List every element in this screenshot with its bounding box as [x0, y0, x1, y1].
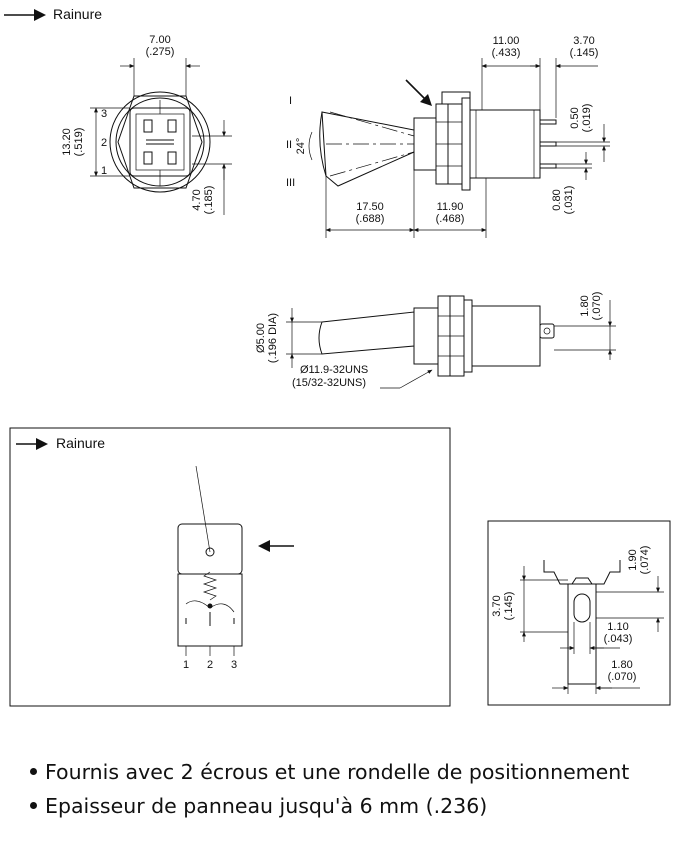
tab-height-mm: 1.80 [579, 295, 591, 316]
front-view: 7.00 (.275) 13.20 (.519) 3 2 1 4.70 (.18… [61, 34, 232, 215]
front-body [129, 107, 191, 177]
schematic-pin-3: 3 [231, 659, 237, 671]
schematic-box: Rainure 1 2 3 [9, 427, 451, 707]
terminal-gap-mm: 0.80 [551, 189, 563, 210]
bullet-icon [30, 801, 37, 809]
lever-angle: 24° [295, 138, 307, 155]
position-II: II [286, 139, 292, 151]
position-III: III [286, 177, 295, 189]
front-offset-in: (.185) [203, 186, 215, 215]
thread-in: (15/32-32UNS) [292, 377, 366, 389]
body-length-mm: 11.00 [493, 35, 520, 47]
lower-washer [463, 299, 473, 373]
side-lever [321, 111, 415, 187]
note-item: Fournis avec 2 écrous et une rondelle de… [30, 760, 629, 784]
note-text: Epaisseur de panneau jusqu'à 6 mm (.236) [45, 794, 488, 818]
detail-slot [573, 593, 591, 623]
side-body [469, 109, 541, 179]
side-bushing [413, 117, 437, 171]
front-terminal [143, 119, 153, 133]
front-width-in: (.275) [146, 46, 175, 58]
front-pin-2: 2 [101, 137, 107, 149]
terminal-thickness-mm: 0.50 [569, 107, 581, 128]
lower-terminal-tab [539, 323, 555, 339]
front-pin-1: 1 [101, 165, 107, 177]
body-length-in: (.433) [492, 47, 521, 59]
thread-mm: Ø11.9-32UNS [300, 364, 368, 376]
detail-slot-mm: 1.10 [607, 621, 628, 633]
note-item: Epaisseur de panneau jusqu'à 6 mm (.236) [30, 794, 487, 818]
groove-legend-label: Rainure [53, 6, 102, 22]
lever-length-in: (.688) [356, 213, 385, 225]
terminal-detail-box: 3.70 (.145) 1.90 (.074) 1.10 (.043) 1.80… [487, 520, 671, 706]
front-height-in: (.519) [73, 128, 85, 157]
front-pin-3: 3 [101, 108, 107, 120]
detail-slot-in: (.043) [604, 633, 633, 645]
schematic-pin-2: 2 [207, 659, 213, 671]
lever-diameter-in: (.196 DIA) [267, 313, 279, 363]
side-washer [461, 97, 471, 191]
lower-bushing [413, 307, 439, 365]
bushing-length-in: (.468) [436, 213, 465, 225]
terminal-length-in: (.145) [570, 47, 599, 59]
schematic-frame [9, 427, 451, 707]
schematic-switch-top [177, 523, 243, 575]
front-width-mm: 7.00 [149, 34, 170, 46]
front-inner-body [135, 113, 185, 171]
front-terminal [167, 151, 177, 165]
detail-height-in: (.145) [503, 592, 515, 621]
detail-width-in: (.070) [608, 671, 637, 683]
front-offset-mm: 4.70 [191, 189, 203, 210]
lower-body [471, 305, 541, 367]
tab-height-in: (.070) [591, 292, 603, 321]
lever-length-mm: 17.50 [356, 201, 384, 213]
position-I: I [289, 95, 292, 107]
front-terminal [143, 151, 153, 165]
detail-terminal [567, 583, 597, 685]
side-view: I II III 24° 17.50 (.688) 11.90 (.468 [286, 35, 610, 238]
detail-top-mm: 1.90 [627, 549, 639, 570]
front-terminal [167, 119, 177, 133]
lower-lever [318, 311, 415, 355]
side-terminal [539, 119, 557, 125]
front-outer-circle [109, 91, 211, 193]
schematic-lever [195, 465, 211, 553]
detail-width-mm: 1.80 [611, 659, 632, 671]
terminal-length-mm: 3.70 [573, 35, 594, 47]
groove-legend: Rainure [4, 6, 102, 22]
detail-body-outline [543, 560, 621, 585]
terminal-gap-in: (.031) [563, 186, 575, 215]
schematic-pin-1: 1 [183, 659, 189, 671]
bushing-length-mm: 11.90 [437, 201, 464, 213]
note-text: Fournis avec 2 écrous et une rondelle de… [45, 760, 630, 784]
side-terminal [539, 163, 557, 169]
schematic-groove-label: Rainure [56, 435, 105, 451]
bullet-icon [30, 767, 37, 775]
schematic-spring [202, 571, 218, 601]
terminal-thickness-in: (.019) [581, 104, 593, 133]
detail-height-mm: 3.70 [491, 595, 503, 616]
side-terminal [539, 141, 557, 147]
lever-diameter-mm: Ø5.00 [255, 323, 267, 353]
lower-side-view: Ø5.00 (.196 DIA) Ø11.9-32UNS (15/32-32UN… [255, 292, 616, 389]
groove-arrowhead-icon [34, 9, 46, 21]
detail-top-in: (.074) [639, 546, 651, 575]
detail-frame [487, 520, 671, 706]
front-height-mm: 13.20 [61, 128, 73, 156]
